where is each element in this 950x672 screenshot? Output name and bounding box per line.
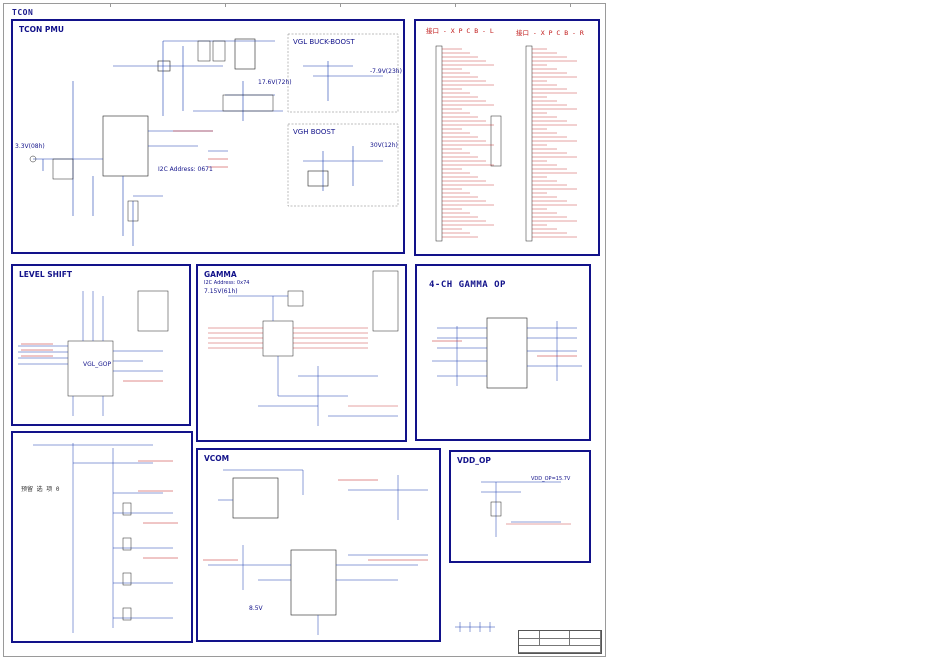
vgl-voltage: -7.9V(23h) [370,68,402,75]
vdd-op-voltage: VDD_OP=15.7V [531,476,571,482]
vcom-title: VCOM [204,454,230,463]
tcon-pmu-circuit [29,33,399,246]
vgh-title: VGH BOOST [293,128,336,136]
level-shift-block: LEVEL SHIFT VGL_GOP [11,264,191,426]
spare-options-title: 预留 选 项 0 [21,486,60,493]
vcom-block: VCOM 8.5V [196,448,441,642]
title-cell [539,638,570,646]
gamma-voltage: 7.15V(61h) [204,288,238,295]
sheet-title: TCON [12,8,34,17]
vgl-title: VGL BUCK-BOOST [293,38,355,46]
net-3v3: 3.3V(08h) [15,143,45,150]
title-cell [519,631,540,639]
ruler-tick [225,3,226,7]
schematic-sheet: TCON [3,3,606,657]
vdd-op-circuit [481,481,571,537]
gamma-circuit [208,270,399,426]
title-cell [569,631,601,639]
drawing-title-block [518,630,602,654]
i2c-address: I2C Address: 0671 [158,166,213,173]
tcon-pmu-block: TCON PMU [11,19,405,254]
title-cell [519,645,601,653]
xpcb-right-title: 接口 - X P C B - R [516,29,584,37]
vdd-op-title: VDD_OP [457,456,491,465]
spare-options-block: 预留 选 项 0 [11,431,193,643]
net-17v6: 17.6V(72h) [258,79,292,86]
title-cell [539,631,570,639]
vgh-voltage: 30V(12h) [370,142,398,149]
level-shift-circuit [18,290,169,416]
title-cell [519,638,540,646]
gamma-block: GAMMA I2C Address: 0x74 7.15V(61h) [196,264,407,442]
xpcb-connectors [435,45,577,242]
gamma-i2c-address: I2C Address: 0x74 [204,280,250,286]
ruler-tick [340,3,341,7]
level-shift-chip-label: VGL_GOP [83,361,112,368]
vdd-op-block: VDD_OP VDD_OP=15.7V [449,450,591,563]
vcom-voltage: 8.5V [249,605,263,612]
title-cell [569,638,601,646]
ruler-tick [455,3,456,7]
gamma-op-circuit [432,317,582,389]
spare-options-circuit [33,443,178,633]
xpcb-connector-block: 接口 - X P C B - L 接口 - X P C B - R [414,19,600,256]
ruler-tick [110,3,111,7]
xpcb-left-title: 接口 - X P C B - L [426,27,494,35]
level-shift-title: LEVEL SHIFT [19,270,72,279]
ruler-tick [570,3,571,7]
tcon-pmu-title: TCON PMU [19,25,64,34]
gamma-title: GAMMA [204,270,237,279]
gamma-op-block: 4-CH GAMMA OP [415,264,591,441]
gamma-op-title: 4-CH GAMMA OP [429,280,506,290]
vcom-circuit [203,469,428,635]
